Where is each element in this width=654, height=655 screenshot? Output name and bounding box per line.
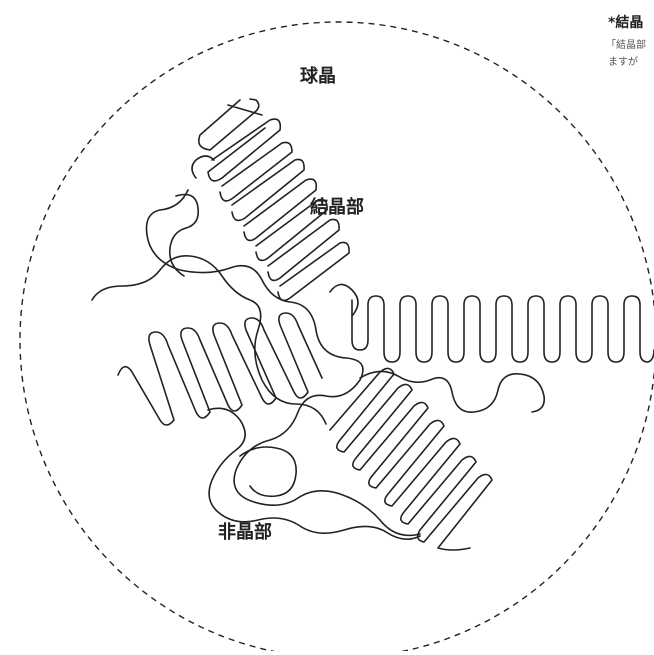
label-spherulite: 球晶: [300, 62, 336, 88]
amorphous-chain-8: [330, 284, 358, 316]
amorphous-chain-7: [192, 156, 214, 178]
note-line-1: 「結晶部: [606, 36, 646, 51]
spherulite-boundary: [20, 22, 654, 651]
note-line-2: ますが: [608, 53, 638, 68]
label-amorphous: 非晶部: [218, 518, 272, 544]
lamella-lower: [330, 368, 492, 550]
lamella-right: [352, 296, 654, 362]
amorphous-chain-2: [92, 256, 326, 424]
label-crystalline: 結晶部: [310, 193, 364, 219]
note-title: *結晶: [608, 12, 643, 32]
amorphous-chain-6: [240, 447, 296, 496]
amorphous-chain-5: [360, 371, 544, 412]
